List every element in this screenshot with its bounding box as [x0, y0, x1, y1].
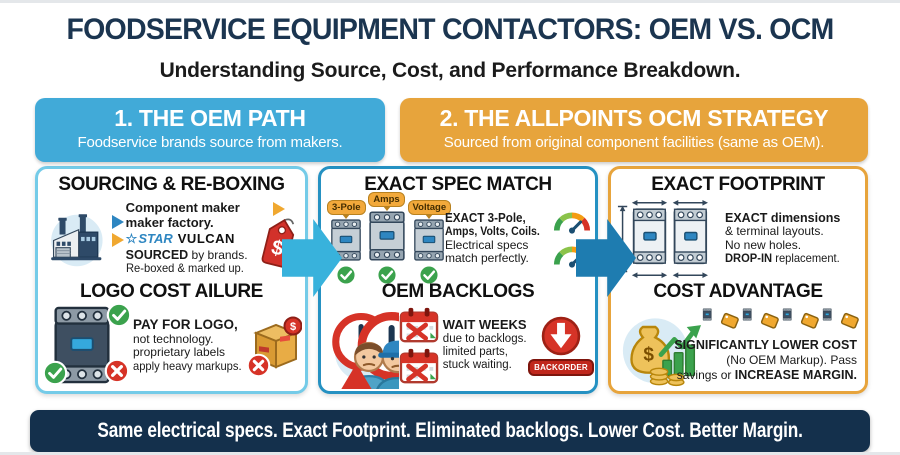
- cost-section: COST ADVANTAGE $: [617, 280, 859, 387]
- spec-tag: Voltage: [407, 199, 452, 219]
- spec-line3: Electrical specs: [445, 237, 529, 252]
- x-icon: [104, 358, 130, 384]
- footprint-section: EXACT FOOTPRINT: [617, 173, 859, 280]
- orange-arrow-icon: [273, 201, 286, 216]
- logo-cost-heading: LOGO COST AILURE: [80, 281, 263, 302]
- backlogs-text: WAIT WEEKS due to backlogs. limited part…: [443, 318, 533, 372]
- cost-line3-rest: savings or: [676, 367, 735, 382]
- spec-match-section: EXACT SPEC MATCH 3-Pole Amps Voltage: [327, 173, 589, 280]
- logo-cost-section: LOGO COST AILURE PAY FOR LOGO, not techn…: [44, 280, 302, 390]
- factory-icon: [51, 213, 103, 266]
- gauge-icon: [553, 209, 591, 235]
- oem-banner-subtitle: Foodservice brands source from makers.: [77, 134, 343, 151]
- sourcing-section: SOURCING & RE-BOXING: [44, 173, 299, 280]
- footprint-text: EXACT dimensions & terminal layouts. No …: [725, 211, 859, 266]
- ocm-banner-subtitle: Sourced from original component faciliti…: [443, 134, 825, 151]
- contactor-graphic: [44, 302, 133, 390]
- sourcing-line1: Component maker: [125, 200, 240, 216]
- logo-cost-text: PAY FOR LOGO, not technology. proprietar…: [133, 317, 254, 373]
- sourcing-line3-rest: by brands.: [188, 247, 248, 262]
- sourcing-line2: maker factory.: [125, 214, 214, 230]
- spec-line1: EXACT 3-Pole,: [445, 210, 526, 225]
- contactor-icon: [368, 211, 406, 261]
- calendar-group: [399, 306, 439, 385]
- spec-tag: Amps: [368, 191, 405, 211]
- logo-line4: apply heavy markups.: [132, 359, 242, 374]
- footprint-line4-rest: replacement.: [772, 251, 840, 266]
- cost-line1: SIGNIFICANTLY LOWER COST: [674, 338, 857, 352]
- tagged-contactor-icon: [700, 306, 739, 329]
- tagged-contactor-icon: [740, 306, 779, 329]
- calendar-icon: [399, 347, 439, 385]
- oem-path-banner: 1. THE OEM PATH Foodservice brands sourc…: [35, 98, 385, 162]
- ocm-strategy-banner: 2. THE ALLPOINTS OCM STRATEGY Sourced fr…: [400, 98, 868, 162]
- rebox-graphic: $: [254, 311, 302, 381]
- calendar-icon: [399, 306, 439, 344]
- footprint-line4-bold: DROP-IN: [725, 251, 773, 266]
- money-growth-icon: $: [622, 318, 701, 387]
- footprint-line1: EXACT dimensions: [725, 210, 841, 225]
- ocm-panel: EXACT FOOTPRINT: [608, 166, 868, 394]
- spec-line4: match perfectly.: [445, 251, 529, 266]
- tagged-contactor-row: [700, 306, 859, 340]
- logo-line2: not technology.: [132, 331, 214, 346]
- dimension-diagram: [617, 199, 708, 278]
- sourcing-line3-bold: SOURCED: [125, 247, 189, 262]
- oem-panel: SOURCING & RE-BOXING: [35, 166, 308, 394]
- spec-match-text: EXACT 3-Pole, Amps, Volts, Coils. Electr…: [445, 211, 553, 266]
- backorder-badge: BACKORDER: [528, 359, 594, 376]
- logo-line3: proprietary labels: [132, 345, 225, 360]
- spec-line2: Amps, Volts, Coils.: [445, 224, 540, 239]
- x-icon: [246, 353, 271, 378]
- vulcan-brand: VULCAN: [177, 230, 235, 246]
- sourcing-text: Component maker maker factory. ☆ STAR VU…: [125, 200, 259, 276]
- backlog-line2: due to backlogs.: [442, 333, 527, 346]
- tagged-contactor-icon: [820, 306, 859, 329]
- footer-banner: Same electrical specs. Exact Footprint. …: [30, 410, 870, 452]
- spec-panel: EXACT SPEC MATCH 3-Pole Amps Voltage: [318, 166, 598, 394]
- backlogs-section: OEM BACKLOGS ! WAIT WEEKS due: [327, 280, 594, 389]
- cost-content: $: [617, 304, 859, 387]
- page-title: FOODSERVICE EQUIPMENT CONTACTORS: OEM VS…: [66, 13, 834, 46]
- moneybag-dollar: $: [643, 344, 654, 365]
- star-icon: ☆: [125, 230, 138, 246]
- box-dollar: $: [289, 321, 295, 333]
- page-subtitle: Understanding Source, Cost, and Performa…: [159, 59, 741, 82]
- check-icon: [106, 302, 132, 328]
- sourcing-heading: SOURCING & RE-BOXING: [58, 174, 285, 195]
- backlogs-heading: OEM BACKLOGS: [381, 281, 535, 302]
- check-icon: [42, 360, 68, 386]
- cost-line3-bold: INCREASE MARGIN.: [734, 367, 857, 382]
- logo-line1: PAY FOR LOGO,: [132, 317, 238, 333]
- backlog-line3: limited parts,: [442, 346, 508, 359]
- orange-arrow-icon: [111, 232, 124, 247]
- spec-tag: 3-Pole: [327, 199, 366, 219]
- contactor-trio: 3-Pole Amps Voltage: [327, 191, 452, 286]
- cost-line2: (No OEM Markup). Pass: [726, 353, 857, 368]
- backlog-line1: WAIT WEEKS: [442, 317, 527, 333]
- footprint-heading: EXACT FOOTPRINT: [651, 174, 825, 195]
- waiting-technicians-icon: !: [327, 303, 399, 389]
- sourcing-line4: Re-boxed & marked up.: [125, 261, 244, 276]
- footer-text: Same electrical specs. Exact Footprint. …: [97, 419, 803, 442]
- backorder-icon: [541, 316, 581, 356]
- star-brand: STAR: [138, 230, 173, 246]
- cost-heading: COST ADVANTAGE: [653, 281, 823, 302]
- footprint-line3: No new holes.: [725, 237, 802, 252]
- backorder-group: BACKORDER: [528, 315, 594, 376]
- footprint-line2: & terminal layouts.: [725, 224, 824, 239]
- oem-banner-title: 1. THE OEM PATH: [114, 105, 306, 131]
- backlog-line4: stuck waiting.: [442, 359, 512, 372]
- contactor-icon: [413, 219, 445, 261]
- shipping-box-icon: $: [252, 316, 302, 368]
- spec-match-heading: EXACT SPEC MATCH: [364, 174, 552, 195]
- warning-exclaim: !: [337, 367, 341, 381]
- tagged-contactor-icon: [780, 306, 819, 329]
- cost-text: SIGNIFICANTLY LOWER COST (No OEM Markup)…: [674, 338, 857, 383]
- blue-arrow-icon: [111, 214, 124, 229]
- ocm-banner-title: 2. THE ALLPOINTS OCM STRATEGY: [439, 105, 829, 131]
